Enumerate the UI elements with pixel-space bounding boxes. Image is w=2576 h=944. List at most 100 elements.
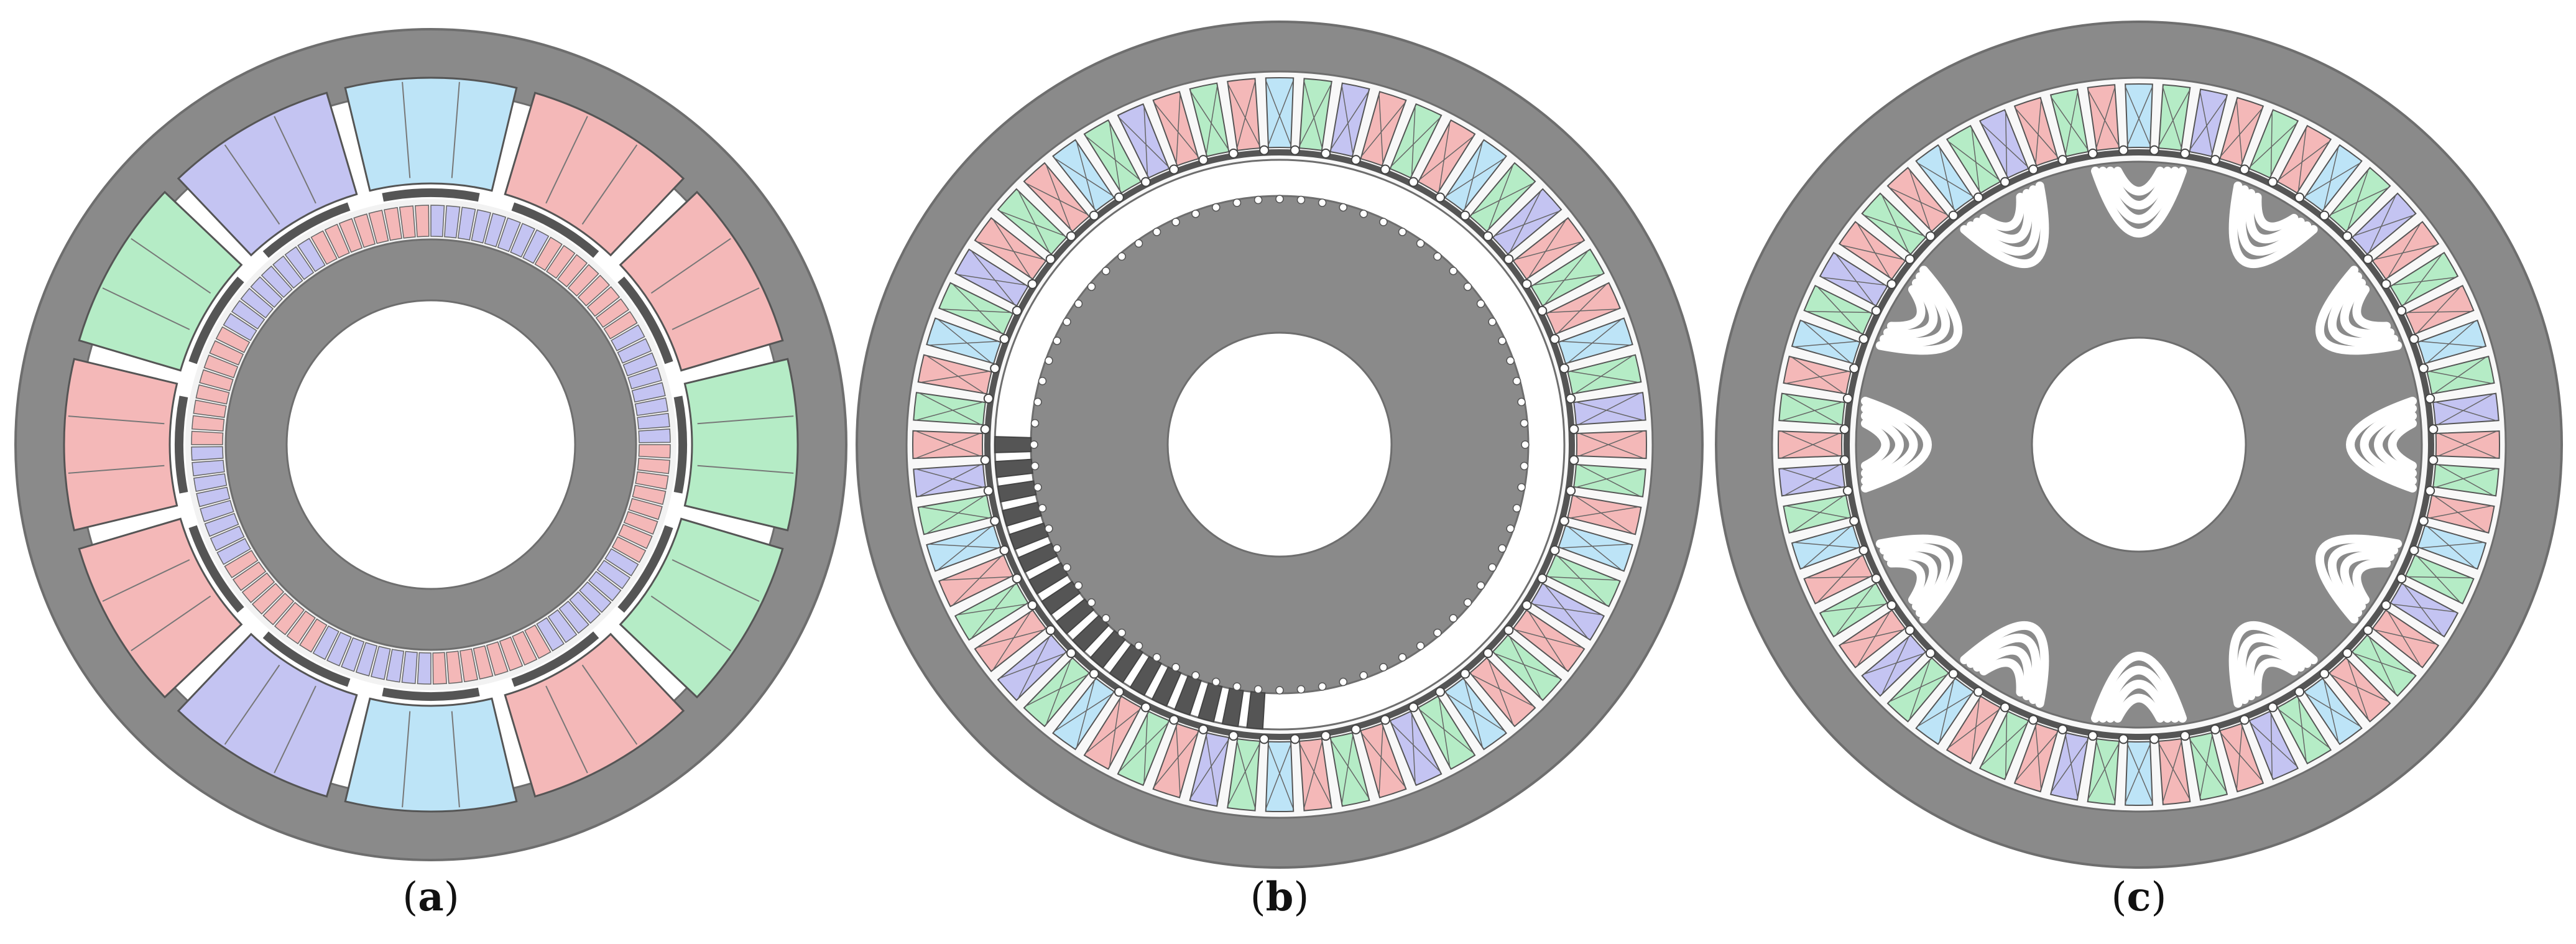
panel-b-tooth-tip [1198,155,1209,165]
panel-a-rotor-bar [635,471,669,490]
panel-c-tooth-tip [1925,648,1936,659]
panel-b-coil-winding [1190,91,1229,150]
panel-b-tooth-tip [1290,145,1300,155]
panel-c-coil-winding [1822,603,1886,613]
panel-a-rotor-bar [250,276,283,308]
panel-c-flux-barrier [1875,534,1962,624]
panel-c-coil-winding [1857,611,1891,667]
panel-b-tooth-tip [1290,734,1300,744]
panel-c-flux-barrier [1973,646,2033,701]
panel-c-coil [2125,83,2153,149]
panel-b-tooth-tip [980,455,990,465]
panel-b-rotor-slot [1197,682,1223,723]
panel-a-shaft-hole [285,299,576,590]
panel-b-coil [997,188,1068,256]
panel-c-coil-winding [2392,603,2456,613]
panel-a-coil-divider [102,287,190,330]
panel-c-coil-winding [1781,468,1843,488]
panel-c-coil-winding [2162,741,2182,802]
panel-b-rotor-hole [1134,641,1143,650]
panel-c-coil-winding [1781,430,1840,456]
panel-c-pole [2091,652,2187,723]
panel-a-coil-divider [402,711,411,808]
panel-b-coil [1265,741,1295,813]
panel-c-coil-winding [1794,542,1858,548]
panel-c-coil-winding [1863,215,1924,236]
panel-a-rotor-bar [637,412,670,430]
panel-c-tooth-tip [2342,648,2353,659]
panel-c-tooth-tip [2381,600,2391,611]
panel-b-tooth-tip [1408,702,1419,713]
panel-a-rotor-bar [446,650,463,684]
panel-c-tooth-tip [2087,148,2098,159]
panel-c-tooth-tip [1904,625,1915,636]
panel-c-flux-barrier [2091,167,2187,238]
panel-b-coil-winding [1299,743,1332,806]
panel-c-tooth-tip [2381,279,2391,289]
panel-a-rotor-bar [191,446,224,461]
panel-c-coil [1861,192,1927,256]
panel-b-coil-winding [1578,464,1641,497]
panel-c-tooth-tip [1973,192,1983,203]
panel-b-coil-winding [941,308,1011,313]
panel-b-tooth-tip [1566,393,1576,404]
panel-b-coil-winding [1548,576,1618,581]
panel-a-rotor-bar [209,340,244,366]
panel-b-label: (b) [1250,874,1309,920]
panel-c-coil-winding [1857,223,1891,278]
panel-b-coil-winding [1544,250,1589,305]
panel-c-flux-barrier [2245,646,2305,701]
panel-c-flux-barrier [2360,404,2417,485]
panel-b-tooth-tips [980,145,1579,744]
panel-c-flux-barrier [2098,167,2179,224]
panel-b-rotor-slot [1221,687,1244,728]
panel-b-coil-winding [957,274,1027,286]
panel-b-rotor-hole [1045,356,1053,365]
panel-b-rotor-hole [1506,356,1515,365]
panel-a-coil-divider [224,664,280,745]
panel-a-coil-divider [697,465,794,474]
panel-b-rotor-slot [1009,522,1050,550]
panel-c-flux-barrier [2388,419,2417,470]
panel-a-rotor-bar [384,206,402,241]
panel-b-coil [1530,582,1605,641]
panel-a-rotor-bar [297,238,326,272]
panel-a-rotor-bar [310,230,338,265]
panel-c-tooth-tip [2418,363,2429,374]
panel-b-coil-winding [1360,733,1406,787]
panel-b-tooth-tip [1089,669,1099,679]
panel-a-rotor-bar [556,254,588,288]
panel-c-coil-winding [2330,187,2389,215]
panel-b-rotor-slot [1041,580,1081,616]
panel-c-flux-barrier [1886,285,1926,331]
panel-a-rotor-bar [338,218,363,253]
panel-a-rotor-bar [638,428,671,443]
panel-b-rotor-slots [994,436,1266,730]
panel-a-rotor-bar [417,652,432,685]
panel-c-tooth-tip [2319,210,2330,221]
panel-c-coil-winding [1841,244,1904,260]
panel-b-coil-winding [999,653,1065,679]
panel-b-coil-winding [1341,85,1354,154]
panel-c-flux-barrier [2327,542,2399,618]
panel-a-tooth-shoe [511,631,599,687]
panel-a-coil-divider [274,685,316,774]
panel-b-rotor-hole [1275,195,1284,203]
panel-a-rotor-bar [286,610,316,645]
panel-c-coil-winding [1822,277,1886,286]
panel-c-pole [2315,534,2403,624]
panel-b-tooth-tip [1503,625,1514,636]
panel-b-coil-winding [1153,102,1199,157]
panel-c-flux-barrier [2315,266,2403,355]
panel-c-pole [2228,181,2318,268]
panel-c-tooth-tip [1871,573,1881,584]
panel-c-coil-winding [2403,584,2443,636]
panel-b-rotor-hole [1463,282,1472,291]
panel-c-tooth-tip [2028,164,2039,175]
panel-b-coil-winding [999,210,1065,236]
panel-c-coil [2389,582,2459,638]
panel-a-tooth-shoe [175,396,188,494]
panel-b-tooth-tip [1408,177,1419,187]
panel-c-coil-winding [1786,505,1849,519]
panel-c-coil-winding [1939,147,1954,210]
